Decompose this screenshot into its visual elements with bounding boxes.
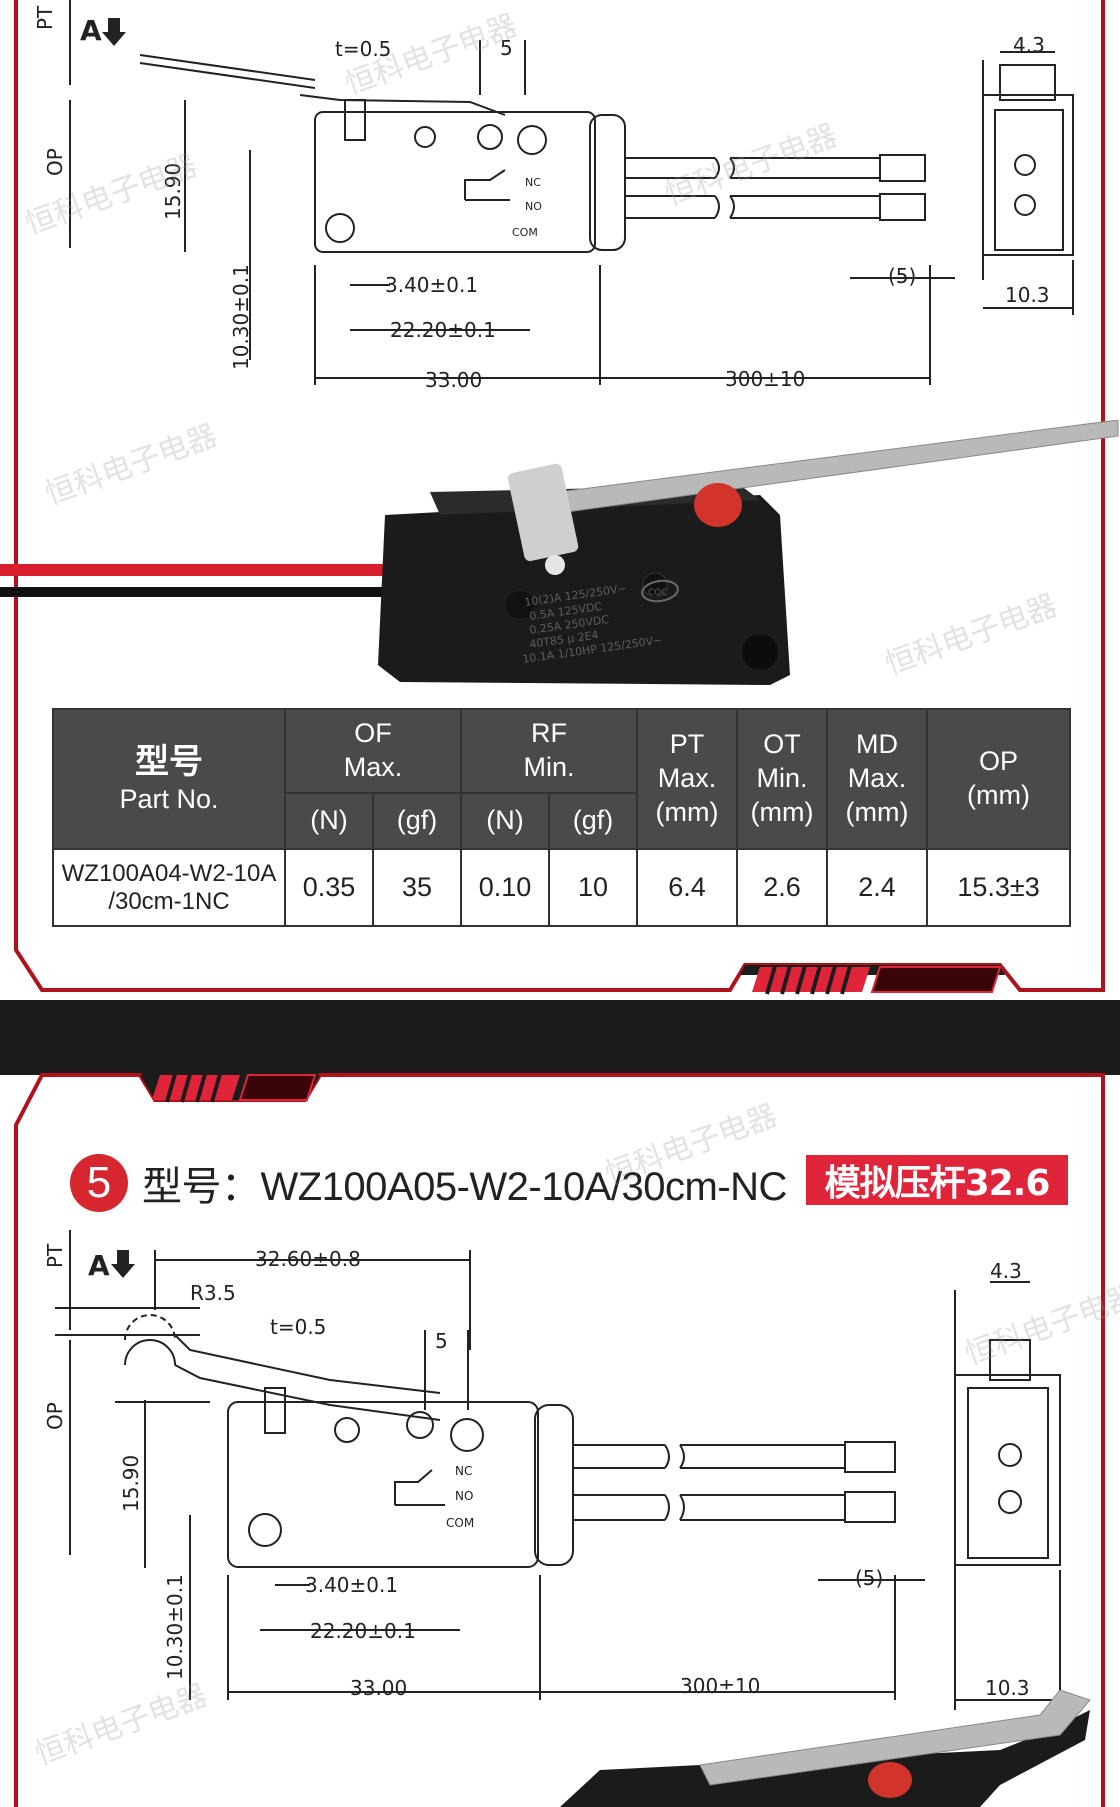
product-photo-b: [560, 1690, 1091, 1807]
decor-red-stripes: [752, 965, 1002, 995]
model-label: 型号：WZ100A05-W2-10A/30cm-NC: [142, 1165, 787, 1209]
panel-b-frame: [14, 1073, 1105, 1807]
svg-text:15.90: 15.90: [119, 1455, 143, 1512]
cell-pt: 6.4: [636, 848, 739, 927]
technical-drawing-b: PT OP A 32.60±0.8 R3.5 t=0.5 5 15.90 10.…: [43, 1230, 1061, 1710]
svg-text:CQC: CQC: [648, 588, 668, 598]
unit-rf-n: (N): [460, 792, 551, 850]
col-header-op: OP(mm): [926, 708, 1072, 850]
svg-text:10.3: 10.3: [1005, 283, 1050, 307]
svg-text:(5): (5): [855, 1566, 883, 1590]
svg-text:5: 5: [435, 1329, 448, 1353]
svg-text:A: A: [88, 1249, 110, 1282]
decor-red-stripes-b: [152, 1073, 317, 1103]
cell-of-gf: 35: [371, 848, 463, 927]
svg-text:COM: COM: [512, 226, 538, 239]
table-row: WZ100A04-W2-10A/30cm-1NC 0.35 35 0.10 10…: [52, 848, 1072, 927]
svg-text:NO: NO: [525, 200, 542, 213]
panel-a-frame: [14, 0, 1105, 995]
cell-md: 2.4: [826, 848, 929, 927]
svg-text:15.90: 15.90: [161, 163, 185, 220]
unit-rf-gf: (gf): [548, 792, 639, 850]
svg-text:300±10: 300±10: [725, 367, 805, 391]
unit-of-n: (N): [284, 792, 374, 850]
svg-text:NC: NC: [525, 176, 541, 189]
technical-drawing-a: PT OP A t=0.5 5 15.90 10.30±0.1 3.40±0.1…: [33, 0, 1074, 392]
svg-text:10.30±0.1: 10.30±0.1: [163, 1574, 187, 1680]
svg-text:33.00: 33.00: [350, 1676, 407, 1700]
svg-text:32.60±0.8: 32.60±0.8: [255, 1247, 361, 1271]
cell-of-n: 0.35: [284, 848, 374, 927]
svg-text:NC: NC: [455, 1464, 472, 1478]
svg-text:COM: COM: [446, 1516, 474, 1530]
svg-text:t=0.5: t=0.5: [335, 37, 391, 61]
svg-text:3.40±0.1: 3.40±0.1: [385, 273, 478, 297]
product-photo-a: CQC 10(2)A 125/250V~ 0.5A 125VDC 0.25A 2…: [0, 420, 1119, 685]
cell-rf-n: 0.10: [460, 848, 551, 927]
cell-rf-gf: 10: [548, 848, 639, 927]
cell-part-no: WZ100A04-W2-10A/30cm-1NC: [52, 848, 286, 927]
cell-ot: 2.6: [736, 848, 829, 927]
section-number: 5: [70, 1154, 128, 1212]
svg-text:4.3: 4.3: [990, 1259, 1022, 1283]
svg-text:22.20±0.1: 22.20±0.1: [390, 318, 496, 342]
svg-text:PT: PT: [43, 1243, 67, 1268]
svg-text:PT: PT: [33, 5, 57, 30]
svg-text:NO: NO: [455, 1489, 473, 1503]
model-heading: 5 型号：WZ100A05-W2-10A/30cm-NC: [70, 1152, 787, 1214]
unit-of-gf: (gf): [371, 792, 463, 850]
svg-text:3.40±0.1: 3.40±0.1: [305, 1573, 398, 1597]
svg-text:33.00: 33.00: [425, 368, 482, 392]
col-header-part-no: 型号 Part No.: [52, 708, 286, 850]
svg-text:5: 5: [500, 36, 513, 60]
svg-text:300±10: 300±10: [680, 1674, 760, 1698]
arrow-down-icon-b: [111, 1250, 135, 1278]
svg-text:22.20±0.1: 22.20±0.1: [310, 1619, 416, 1643]
arrow-down-icon: [102, 18, 126, 46]
svg-text:(5): (5): [888, 264, 916, 288]
svg-text:R3.5: R3.5: [190, 1281, 236, 1305]
svg-text:OP: OP: [43, 1402, 67, 1430]
svg-text:A: A: [80, 14, 102, 47]
svg-text:4.3: 4.3: [1013, 33, 1045, 57]
svg-text:10.30±0.1: 10.30±0.1: [229, 264, 253, 370]
svg-text:t=0.5: t=0.5: [270, 1315, 326, 1339]
svg-text:OP: OP: [43, 148, 67, 176]
lever-badge: 模拟压杆32.6: [806, 1155, 1068, 1205]
cell-op: 15.3±3: [926, 848, 1072, 927]
svg-text:10.3: 10.3: [985, 1676, 1030, 1700]
